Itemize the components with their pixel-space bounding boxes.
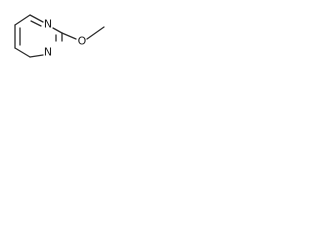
bond-c4-c5 xyxy=(14,47,31,58)
bond-n1-c2 xyxy=(52,27,63,34)
bond-c2-o xyxy=(61,32,77,40)
atom-label-o: O xyxy=(78,35,87,48)
bond-o-ch3 xyxy=(86,26,105,40)
chemical-structure-diagram: N N O xyxy=(14,14,105,59)
atom-label-n1: N xyxy=(44,18,52,31)
bond-c6-c1 xyxy=(14,14,31,26)
bond-n3-c4 xyxy=(29,54,44,58)
bond-c1-n1 xyxy=(29,14,44,23)
atom-label-n3: N xyxy=(44,46,52,59)
bond-c1-n1-inner xyxy=(30,20,42,27)
